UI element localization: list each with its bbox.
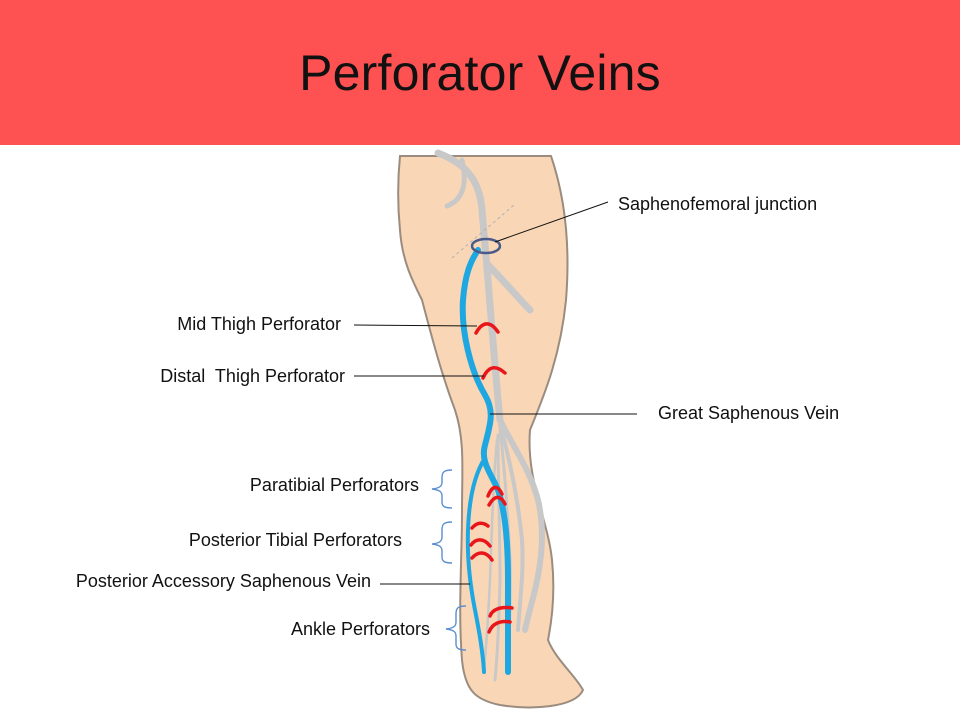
brackets [431,469,467,651]
leader-saphenofemoral [494,201,609,243]
posterior-accessory-saphenous-vein [465,456,487,674]
leader-mid-thigh [353,324,478,327]
posterior-tibial-perforator-2 [469,538,492,548]
ankle-perforator-2 [487,619,512,634]
posterior-tibial-perforator-3 [470,551,494,562]
anterior-thigh-tributary [484,261,534,314]
label-mid-thigh-perforator: Mid Thigh Perforator [177,314,341,334]
title-band: Perforator Veins [0,0,960,145]
bracket-paratibial [431,469,453,509]
ankle-perforator-1 [488,605,514,618]
junction-reference-line [451,204,515,259]
label-distal-thigh-perforator: Distal Thigh Perforator [160,366,345,386]
label-paratibial-perforators: Paratibial Perforators [250,475,419,495]
distal-thigh-perforator [481,365,507,380]
label-great-saphenous-vein: Great Saphenous Vein [658,403,839,423]
saphenofemoral-junction-ring [470,237,502,255]
paratibial-perforator-2 [487,495,507,507]
label-saphenofemoral-junction: Saphenofemoral junction [618,194,817,214]
leader-lines [353,201,637,585]
perforators [469,322,514,634]
circumflex-tributary [444,157,467,209]
posterior-tibial-perforator-1 [470,521,490,530]
tibial-vein-3 [482,438,499,672]
mid-calf-vein [498,423,525,632]
label-ankle-perforators: Ankle Perforators [291,619,430,639]
tibial-vein-2 [493,433,502,682]
bracket-ankle [445,605,467,651]
slide-title: Perforator Veins [299,44,661,101]
great-saphenous-vein [459,247,512,675]
paratibial-perforator-1 [486,485,504,498]
mid-thigh-perforator [474,322,500,335]
posterior-calf-vein [497,417,545,633]
label-posterior-accessory-saphenous-vein: Posterior Accessory Saphenous Vein [76,571,371,591]
bracket-posterior-tibial [431,521,453,564]
label-posterior-tibial-perforators: Posterior Tibial Perforators [189,530,402,550]
